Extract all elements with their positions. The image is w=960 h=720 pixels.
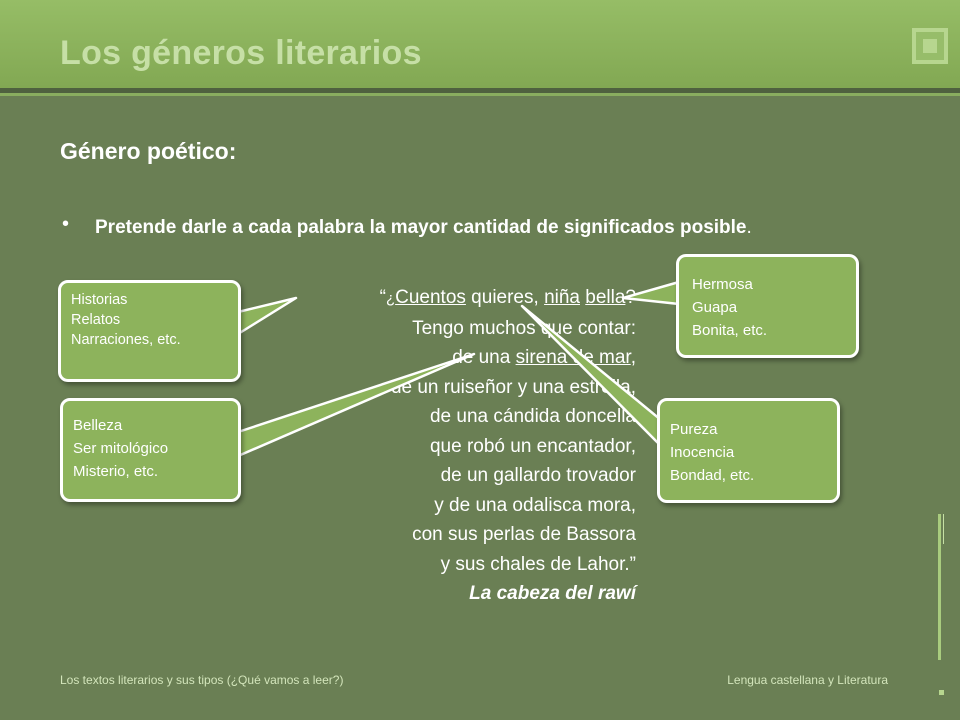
callout-hermosa-line-3: Bonita, etc. [692, 322, 768, 339]
poem-word-nina: niña [544, 287, 580, 308]
bullet-text-period: . [746, 217, 752, 238]
callout-pureza-line-2: Inocencia [670, 444, 735, 461]
poem-line-1: “¿Cuentos quieres, niña bella? [240, 283, 636, 314]
poem-inverted-question: ¿ [385, 290, 396, 307]
footer-left: Los textos literarios y sus tipos (¿Qué … [60, 673, 344, 687]
bullet-text: Pretende darle a cada palabra la mayor c… [95, 213, 895, 243]
poem-question-mark: ? [625, 287, 636, 308]
poem-line-8: y de una odalisca mora, [434, 494, 636, 516]
poem-word-bella: bella [585, 287, 626, 308]
title-bar [0, 0, 960, 88]
callout-historias-line-1: Historias [71, 292, 128, 308]
bullet-marker: • [62, 213, 70, 235]
callout-historias-line-2: Relatos [71, 312, 121, 328]
poem-word-sirena: sirena de mar [515, 347, 631, 368]
poem-comma: , [630, 347, 636, 368]
callout-pureza-line-3: Bondad, etc. [670, 467, 755, 484]
poem-line-10: y sus chales de Lahor.” [440, 553, 636, 575]
poem-source: La cabeza del rawí [469, 583, 636, 604]
callout-historias-line-3: Narraciones, etc. [71, 332, 181, 348]
poem-line-6: que robó un encantador, [429, 435, 636, 457]
poem: “¿Cuentos quieres, niña bella? Tengo muc… [240, 283, 636, 609]
poem-text-de-una: de una [452, 347, 516, 368]
callout-belleza-line-1: Belleza [73, 417, 123, 434]
callout-hermosa-line-2: Guapa [692, 299, 738, 316]
poem-line-3: de una sirena de mar, [240, 343, 636, 373]
poem-line-5: de una cándida doncella [429, 406, 636, 427]
title-divider-highlight [0, 93, 960, 96]
callout-historias: Historias Relatos Narraciones, etc. [58, 280, 241, 382]
section-subtitle: Género poético: [60, 138, 237, 164]
callout-pureza-line-1: Pureza [670, 421, 718, 438]
decorative-dot [939, 690, 944, 695]
poem-line-2: Tengo muchos que contar: [412, 317, 636, 339]
poem-line-4: de un ruiseñor y una estrella, [390, 376, 636, 398]
callout-belleza-line-2: Ser mitológico [73, 440, 169, 457]
footer-right: Lengua castellana y Literatura [727, 673, 888, 687]
callout-hermosa: Hermosa Guapa Bonita, etc. [676, 254, 859, 358]
title-divider [0, 88, 960, 93]
decorative-side-bars [938, 514, 948, 660]
poem-text-quieres: quieres, [465, 287, 545, 308]
poem-word-cuentos: Cuentos [395, 287, 466, 308]
poem-open-quote: “ [379, 287, 386, 308]
slide-title: Los géneros literarios [60, 34, 422, 72]
callout-belleza: Belleza Ser mitológico Misterio, etc. [60, 398, 241, 502]
callout-pureza: Pureza Inocencia Bondad, etc. [657, 398, 840, 503]
poem-line-7: de un gallardo trovador [440, 465, 636, 486]
bullet-text-main: Pretende darle a cada palabra la mayor c… [95, 217, 747, 238]
poem-line-9: con sus perlas de Bassora [412, 524, 636, 545]
callout-hermosa-line-1: Hermosa [692, 276, 753, 293]
square-in-square-icon [912, 28, 948, 64]
callout-belleza-line-3: Misterio, etc. [73, 463, 159, 480]
